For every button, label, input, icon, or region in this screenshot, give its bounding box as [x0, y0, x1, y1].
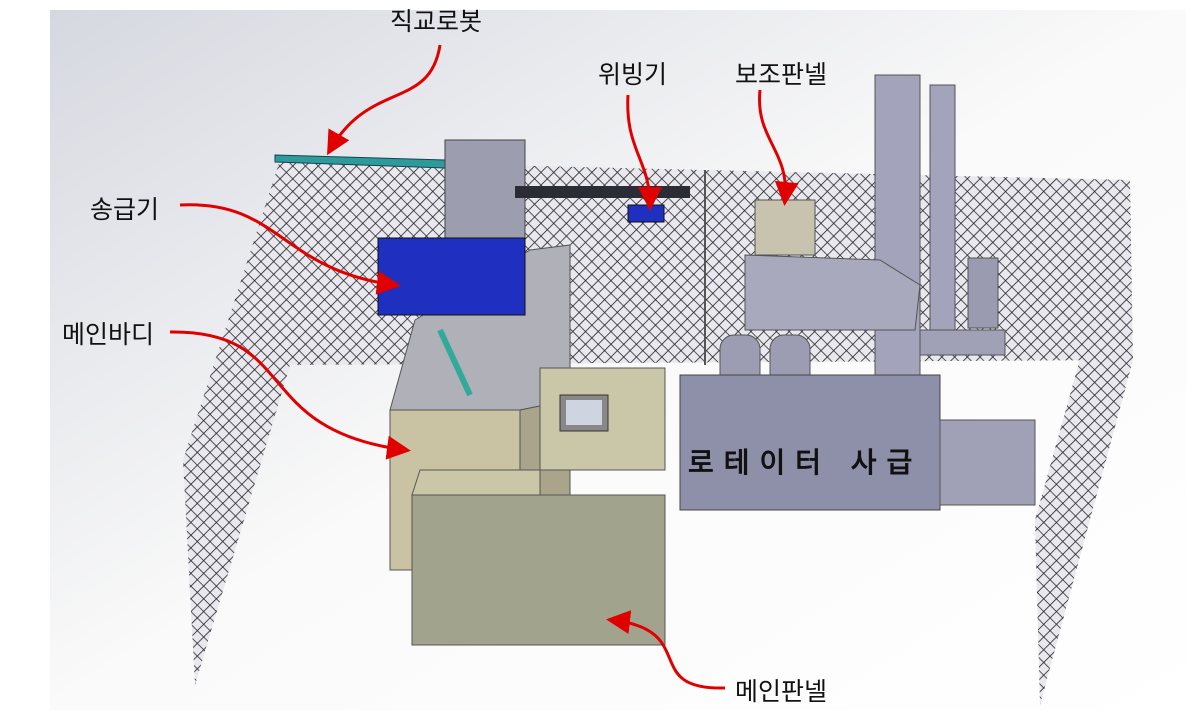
label-main-body: 메인바디: [62, 320, 155, 349]
main-panel-top: [411, 469, 541, 496]
arrow-feeder: [179, 203, 401, 295]
arrow-main-panel: [606, 610, 726, 690]
label-weaver: 위빙기: [598, 60, 668, 89]
rotator-base: [679, 374, 941, 511]
panel-display: [566, 400, 602, 425]
label-aux-panel: 보조판넬: [735, 60, 828, 89]
rotator-arm: [744, 254, 921, 331]
label-orthogonal-robot: 직교로봇: [390, 7, 483, 36]
machine-text: 로테이터 사급: [688, 446, 922, 479]
robot-column: [444, 139, 526, 241]
arrow-aux-panel: [758, 89, 799, 206]
column-2: [929, 84, 956, 336]
robot-arm: [515, 186, 690, 198]
column-motor: [967, 257, 999, 329]
feeder-box: [377, 237, 526, 316]
label-main-panel: 메인판넬: [735, 677, 828, 706]
main-body-shaft: [437, 328, 473, 397]
left-fence: [183, 160, 290, 685]
column: [874, 74, 921, 411]
right-fence: [1035, 180, 1133, 705]
arrow-main-body: [169, 330, 411, 460]
arrow-orthogonal-robot: [327, 44, 442, 156]
weaver-unit: [627, 204, 665, 223]
label-feeder: 송급기: [90, 195, 160, 224]
motor-box: [939, 419, 1036, 506]
arrow-weaver: [626, 94, 662, 211]
aux-panel: [754, 199, 816, 256]
column-bracket: [919, 329, 1006, 356]
